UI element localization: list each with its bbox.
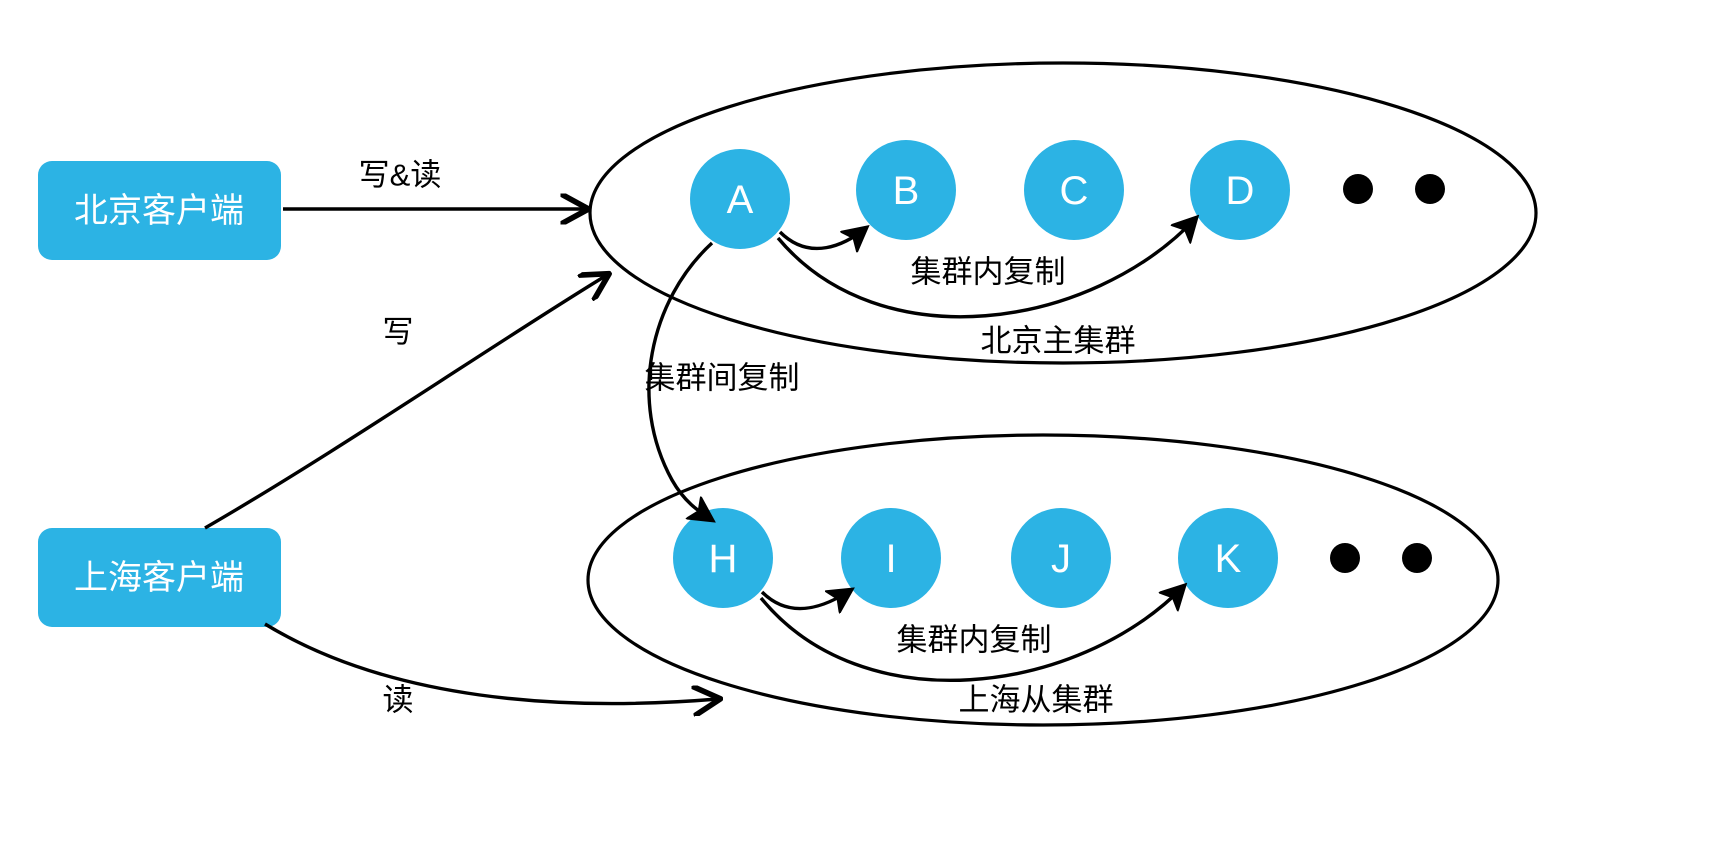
edge-shanghai-write-label: 写 bbox=[383, 315, 414, 350]
node-c[interactable]: C bbox=[1024, 140, 1124, 240]
ellipsis-dot-3 bbox=[1330, 543, 1360, 573]
cluster-shanghai-outline bbox=[586, 433, 1500, 727]
edge-h-to-i bbox=[760, 590, 851, 609]
node-h-circle[interactable] bbox=[673, 508, 773, 608]
client-beijing-box[interactable] bbox=[38, 161, 281, 260]
cluster-shanghai-replica: H I J K 集群内复制 上海从集群 bbox=[586, 433, 1500, 727]
edge-a-to-d bbox=[776, 218, 1196, 319]
edge-shanghai-read-label: 读 bbox=[383, 683, 414, 718]
node-k-circle[interactable] bbox=[1178, 508, 1278, 608]
edge-inter-cluster-replication-label: 集群间复制 bbox=[645, 361, 800, 396]
node-j-label: J bbox=[1051, 537, 1071, 581]
node-b-circle[interactable] bbox=[856, 140, 956, 240]
client-shanghai-label: 上海客户端 bbox=[74, 559, 244, 597]
client-shanghai[interactable]: 上海客户端 bbox=[38, 528, 281, 627]
node-b[interactable]: B bbox=[856, 140, 956, 240]
node-i-circle[interactable] bbox=[841, 508, 941, 608]
node-i-label: I bbox=[885, 537, 896, 581]
edge-beijing-write-read-label: 写&读 bbox=[359, 158, 442, 193]
edge-shanghai-read bbox=[264, 622, 718, 704]
ellipsis-dot-4 bbox=[1402, 543, 1432, 573]
node-h-label: H bbox=[709, 537, 738, 581]
cluster-shanghai-intra-label: 集群内复制 bbox=[897, 623, 1052, 658]
cluster-shanghai-caption: 上海从集群 bbox=[959, 683, 1114, 718]
ellipsis-dot-2 bbox=[1415, 174, 1445, 204]
node-h[interactable]: H bbox=[673, 508, 773, 608]
node-a-circle[interactable] bbox=[690, 149, 790, 249]
node-k[interactable]: K bbox=[1178, 508, 1278, 608]
cluster-beijing-intra-label: 集群内复制 bbox=[911, 255, 1066, 290]
cluster-shanghai-ellipsis bbox=[1330, 543, 1432, 573]
node-a-label: A bbox=[727, 178, 754, 222]
cluster-beijing-primary: A B C D 集群内复制 北京主 bbox=[588, 61, 1538, 365]
node-c-label: C bbox=[1060, 169, 1089, 213]
edge-a-to-b bbox=[778, 228, 866, 248]
node-j[interactable]: J bbox=[1011, 508, 1111, 608]
client-beijing-label: 北京客户端 bbox=[74, 192, 244, 230]
node-d-label: D bbox=[1226, 169, 1255, 213]
client-shanghai-box[interactable] bbox=[38, 528, 281, 627]
node-b-label: B bbox=[893, 169, 920, 213]
node-k-label: K bbox=[1215, 537, 1242, 581]
node-a[interactable]: A bbox=[690, 149, 790, 249]
cluster-beijing-ellipsis bbox=[1343, 174, 1445, 204]
node-c-circle[interactable] bbox=[1024, 140, 1124, 240]
edge-h-to-k bbox=[759, 586, 1184, 683]
cluster-beijing-caption: 北京主集群 bbox=[981, 324, 1136, 359]
ellipsis-dot-1 bbox=[1343, 174, 1373, 204]
node-j-circle[interactable] bbox=[1011, 508, 1111, 608]
edge-inter-cluster-replication bbox=[647, 241, 712, 520]
node-d-circle[interactable] bbox=[1190, 140, 1290, 240]
client-beijing[interactable]: 北京客户端 bbox=[38, 161, 281, 260]
node-d[interactable]: D bbox=[1190, 140, 1290, 240]
edge-shanghai-write bbox=[204, 275, 607, 530]
node-i[interactable]: I bbox=[841, 508, 941, 608]
